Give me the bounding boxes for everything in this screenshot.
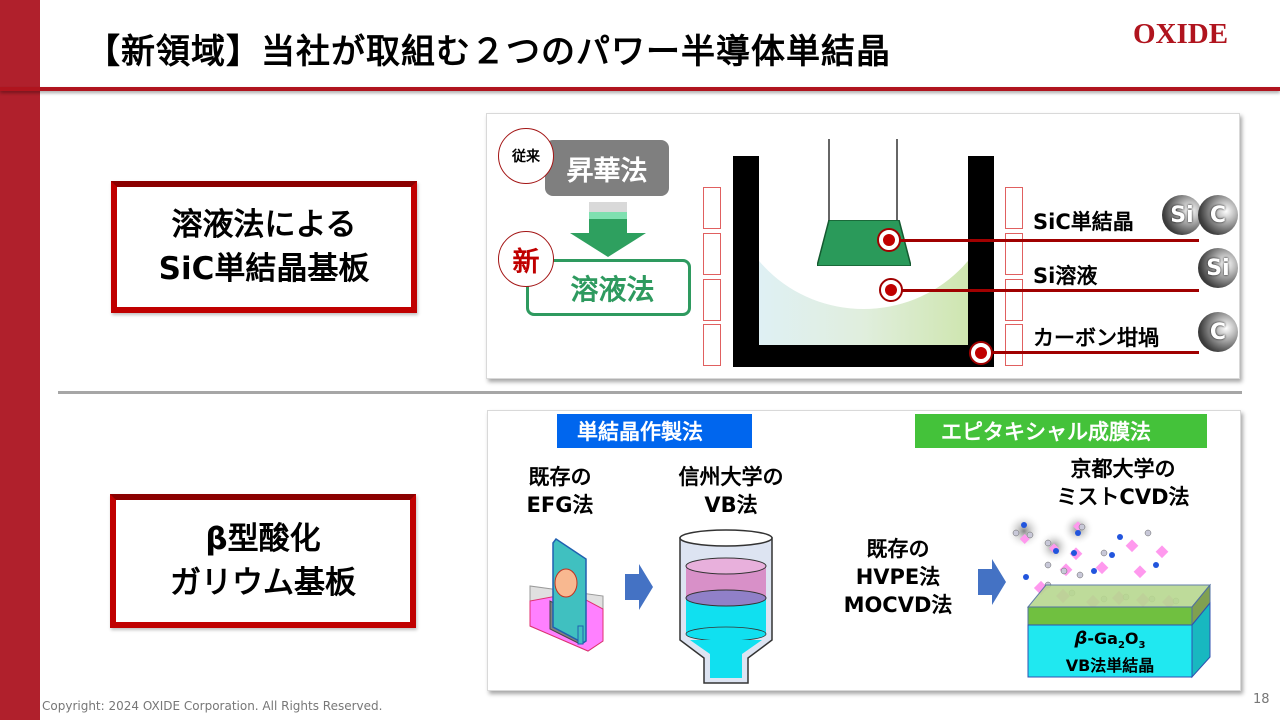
mist-cvd-substrate-icon	[1008, 513, 1212, 679]
legend-si-solution: Si溶液	[1033, 264, 1098, 288]
vb-method-label: 信州大学の VB法	[656, 463, 806, 519]
placeholder-frame	[703, 233, 721, 275]
substrate-formula: β-Ga2O3	[1028, 629, 1192, 656]
existing-epi-line3: MOCVD法	[843, 593, 953, 617]
efg-label-line1: 既存の	[528, 465, 592, 489]
sic-crystal-marker	[877, 228, 901, 252]
legend-carbon-crucible: カーボン坩堝	[1033, 326, 1159, 350]
right-arrow-icon	[625, 564, 653, 610]
placeholder-frame	[1005, 324, 1023, 366]
crystal-growth-header: 単結晶作製法	[557, 414, 752, 448]
sublimation-method-box: 昇華法	[545, 140, 669, 196]
beta-symbol: β	[1074, 628, 1088, 649]
company-logo: OXIDE	[1133, 18, 1229, 50]
mist-cvd-label: 京都大学の ミストCVD法	[1038, 455, 1208, 511]
sic-label-line2: SiC単結晶基板	[158, 251, 370, 287]
seed-holder-rod	[828, 139, 830, 223]
vb-label-line2: VB法	[704, 493, 758, 517]
silicon-atom-icon: Si	[1162, 195, 1202, 235]
new-badge: 新	[498, 231, 554, 287]
down-arrow-icon	[570, 233, 646, 257]
leader-line	[899, 239, 1199, 242]
title-underline	[0, 87, 1280, 91]
legend-sic-crystal: SiC単結晶	[1033, 210, 1134, 234]
placeholder-frame	[1005, 233, 1023, 275]
leader-line	[901, 289, 1199, 292]
conventional-badge: 従来	[498, 128, 554, 184]
page-number: 18	[1253, 692, 1270, 707]
sic-diagram-panel: 従来 昇華法 溶液法 新 SiC単結晶 Si C Si溶液 Si カーボン坩堝 …	[486, 113, 1240, 379]
placeholder-frame	[1005, 187, 1023, 229]
sic-section-label: 溶液法による SiC単結晶基板	[111, 181, 417, 313]
carbon-atom-icon: C	[1198, 312, 1238, 352]
down-arrow-icon-top	[589, 202, 627, 212]
efg-label: 既存の EFG法	[510, 463, 610, 519]
section-divider	[58, 391, 1242, 394]
down-arrow-icon-stem	[589, 219, 627, 233]
placeholder-frame	[703, 324, 721, 366]
existing-epi-line1: 既存の	[866, 537, 930, 561]
epitaxy-header: エピタキシャル成膜法	[915, 414, 1207, 448]
right-arrow-icon	[978, 559, 1006, 605]
mist-label-line2: ミストCVD法	[1056, 485, 1190, 509]
sic-label-line1: 溶液法による	[171, 207, 357, 243]
ga-label-line2: ガリウム基板	[170, 565, 356, 601]
existing-epi-label: 既存の HVPE法 MOCVD法	[828, 535, 968, 619]
carbon-crucible-bottom	[733, 345, 994, 367]
silicon-atom-icon: Si	[1198, 248, 1238, 288]
sidebar-accent-bar	[0, 0, 40, 720]
copyright-notice: Copyright: 2024 OXIDE Corporation. All R…	[42, 699, 383, 713]
carbon-atom-icon: C	[1198, 195, 1238, 235]
si-solution-marker	[879, 278, 903, 302]
placeholder-frame	[703, 279, 721, 321]
efg-apparatus-icon	[529, 537, 604, 652]
placeholder-frame	[703, 187, 721, 229]
formula-sub-2: 2	[1117, 640, 1125, 652]
vb-label-line1: 信州大学の	[678, 465, 784, 489]
carbon-crucible-wall-left	[733, 156, 759, 367]
efg-label-line2: EFG法	[526, 493, 594, 517]
seed-holder-rod	[896, 139, 898, 223]
formula-o: O	[1124, 629, 1139, 648]
solution-method-box: 溶液法	[526, 259, 691, 316]
ga2o3-diagram-panel: 単結晶作製法 エピタキシャル成膜法 既存の EFG法 信州大学の VB法 既存の…	[487, 410, 1241, 691]
down-arrow-icon-mid	[589, 212, 627, 219]
formula-ga: -Ga	[1087, 629, 1118, 648]
placeholder-frame	[1005, 279, 1023, 321]
carbon-crucible-wall-right	[968, 156, 994, 367]
formula-sub-3: 3	[1138, 640, 1146, 652]
leader-line	[991, 351, 1199, 354]
vb-crucible-icon	[679, 529, 773, 684]
slide-title: 【新領域】当社が取組む２つのパワー半導体単結晶	[86, 32, 891, 72]
substrate-label: β-Ga2O3 VB法単結晶	[1028, 629, 1192, 676]
substrate-type: VB法単結晶	[1065, 656, 1155, 676]
ga-label-line1: β型酸化	[205, 521, 321, 557]
ga2o3-section-label: β型酸化 ガリウム基板	[110, 494, 416, 628]
mist-label-line1: 京都大学の	[1070, 457, 1176, 481]
existing-epi-line2: HVPE法	[855, 565, 941, 589]
crucible-marker	[969, 341, 993, 365]
